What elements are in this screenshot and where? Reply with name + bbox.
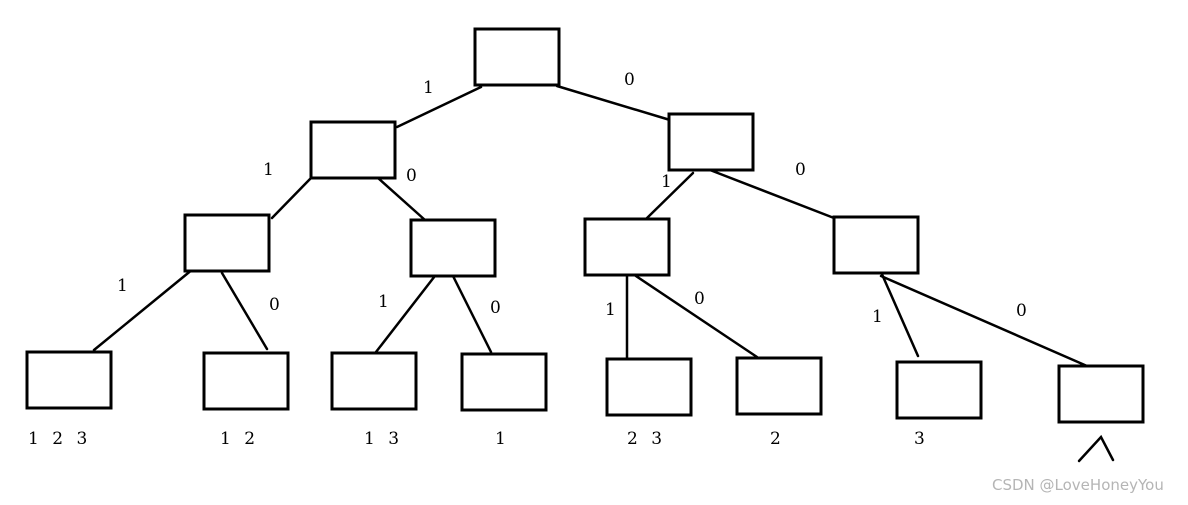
edge-root-n1 [395, 85, 483, 129]
node-leaf110 [202, 351, 290, 411]
node-n00 [832, 215, 920, 275]
edge-label-n1-n10: 0 [406, 166, 417, 186]
edge-n00-leaf001 [879, 270, 920, 358]
empty-set-caret-icon [1077, 434, 1115, 463]
edge-label-n01-leaf010: 0 [694, 289, 705, 309]
node-n11 [183, 213, 271, 273]
leaf-label-leaf011: 2 3 [627, 429, 666, 449]
node-n1 [309, 120, 397, 180]
edge-label-n1-n11: 1 [263, 160, 274, 180]
node-leaf101 [330, 351, 418, 411]
edge-label-root-n1: 1 [423, 78, 434, 98]
node-leaf010 [735, 356, 823, 416]
leaf-label-leaf101: 1 3 [364, 429, 403, 449]
edge-label-n10-leaf100: 0 [490, 298, 501, 318]
edge-root-n0 [555, 84, 672, 122]
node-n0 [667, 112, 755, 172]
edge-n1-n10 [376, 176, 427, 222]
leaf-label-leaf111: 1 2 3 [28, 429, 91, 449]
edge-n0-n00 [708, 168, 836, 220]
edge-label-n01-leaf011: 1 [605, 300, 616, 320]
edge-label-n00-leaf001: 1 [872, 307, 883, 327]
node-n10 [409, 218, 497, 278]
node-root [473, 27, 561, 87]
leaf-label-leaf100: 1 [495, 429, 510, 449]
node-leaf000 [1057, 364, 1145, 424]
watermark: CSDN @LoveHoneyYou [992, 476, 1164, 494]
edge-label-root-n0: 0 [624, 70, 635, 90]
edge-n10-leaf101 [374, 270, 440, 354]
edge-n10-leaf100 [451, 274, 493, 354]
leaf-label-leaf010: 2 [770, 429, 785, 449]
edge-label-n0-n01: 1 [661, 172, 672, 192]
leaf-label-leaf001: 3 [914, 429, 929, 449]
leaf-label-leaf110: 1 2 [220, 429, 259, 449]
node-leaf011 [605, 357, 693, 417]
edge-label-n00-leaf000: 0 [1016, 301, 1027, 321]
edge-label-n11-leaf110: 0 [269, 295, 280, 315]
edge-label-n10-leaf101: 1 [378, 292, 389, 312]
edge-label-n0-n00: 0 [795, 160, 806, 180]
edge-n1-n11 [270, 176, 313, 220]
node-leaf001 [895, 360, 983, 420]
node-n01 [583, 217, 671, 277]
edge-n11-leaf110 [220, 271, 269, 351]
edge-n00-leaf000 [879, 274, 1089, 368]
edge-n11-leaf111 [92, 267, 195, 352]
node-leaf111 [25, 350, 113, 410]
edge-n0-n01 [644, 171, 695, 221]
edge-label-n11-leaf111: 1 [117, 276, 128, 296]
edge-n01-leaf010 [625, 268, 759, 359]
node-leaf100 [460, 352, 548, 412]
